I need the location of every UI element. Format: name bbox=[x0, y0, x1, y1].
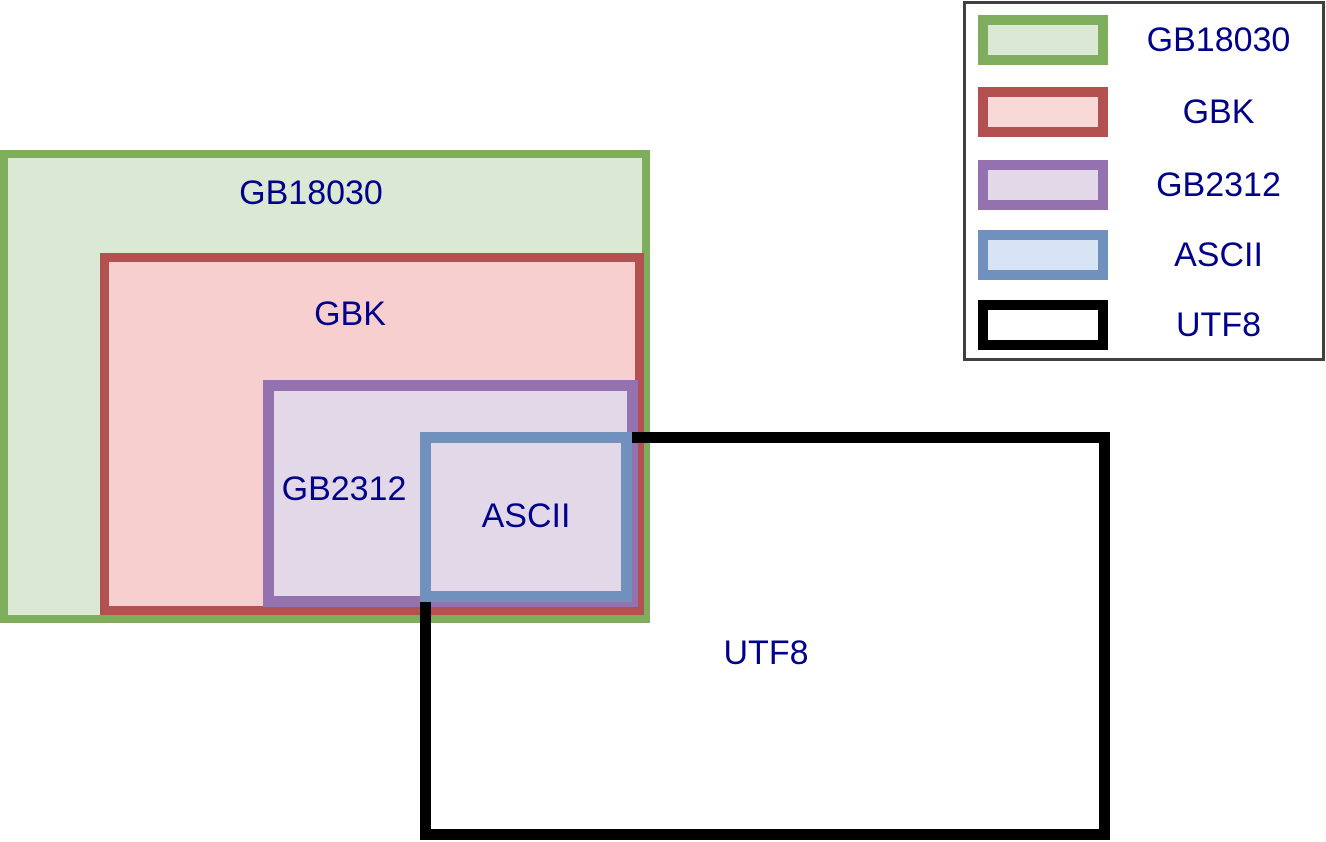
utf8-set-label: UTF8 bbox=[723, 634, 809, 672]
utf8-set-rect bbox=[420, 432, 1110, 840]
gbk-set-label: GBK bbox=[314, 295, 386, 333]
legend-label-utf8: UTF8 bbox=[1176, 306, 1261, 344]
legend: GB18030 GBK GB2312 ASCII UTF8 bbox=[963, 1, 1325, 361]
legend-swatch-utf8 bbox=[978, 300, 1108, 350]
legend-label-gbk: GBK bbox=[1182, 93, 1255, 131]
gb18030-set-label: GB18030 bbox=[239, 174, 383, 212]
legend-swatch-ascii bbox=[978, 230, 1108, 280]
ascii-set-label: ASCII bbox=[481, 497, 571, 535]
legend-label-ascii: ASCII bbox=[1174, 236, 1263, 274]
legend-label-gb18030: GB18030 bbox=[1146, 21, 1291, 59]
legend-swatch-gbk bbox=[978, 87, 1108, 137]
ascii-set-rect bbox=[420, 432, 632, 602]
legend-label-gb2312: GB2312 bbox=[1156, 166, 1281, 204]
gb2312-set-label: GB2312 bbox=[281, 470, 407, 508]
legend-swatch-gb2312 bbox=[978, 160, 1108, 210]
legend-swatch-gb18030 bbox=[978, 15, 1108, 65]
